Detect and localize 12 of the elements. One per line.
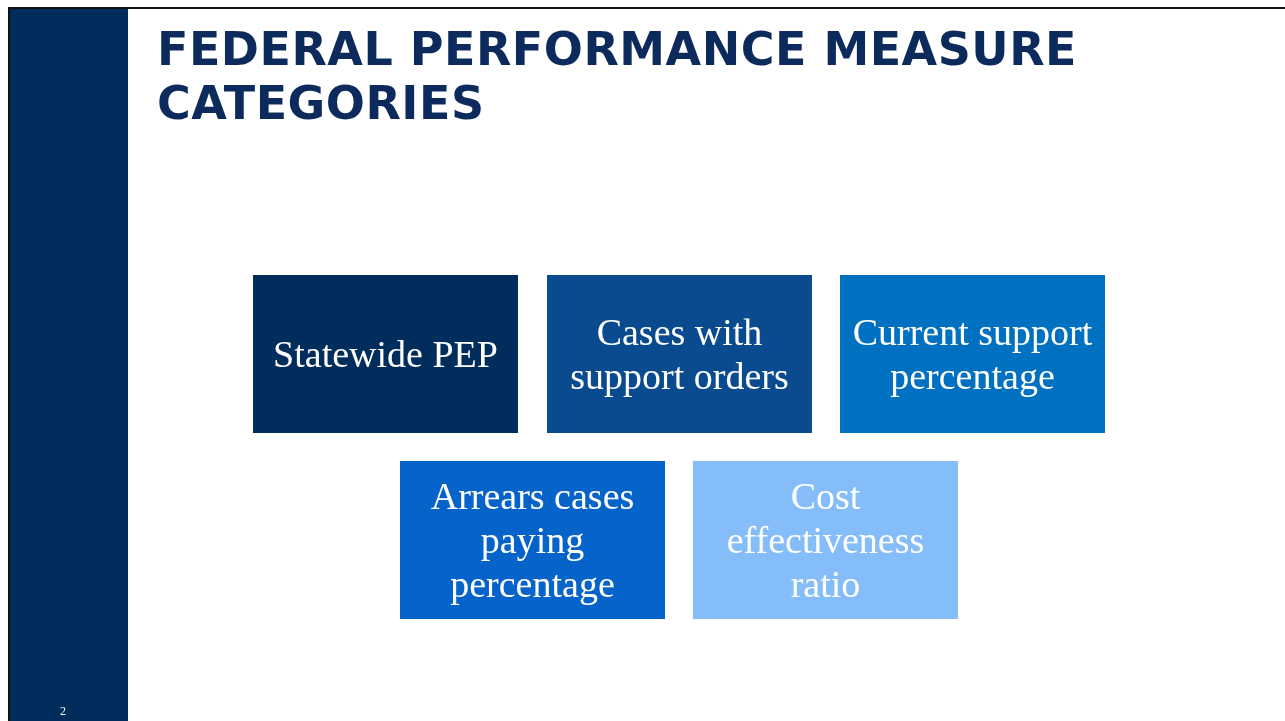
category-label: Arrears cases paying percentage: [429, 474, 636, 606]
category-box: [400, 461, 665, 619]
category-box: [840, 275, 1105, 433]
category-box: [547, 275, 812, 433]
page-number: 2: [60, 704, 66, 719]
category-label: Current support percentage: [851, 310, 1094, 398]
category-label: Cases with support orders: [569, 310, 790, 398]
category-box: [693, 461, 958, 619]
category-label: Statewide PEP: [273, 332, 498, 376]
category-label: Cost effectiveness ratio: [725, 474, 926, 606]
slide-title: FEDERAL PERFORMANCE MEASURE CATEGORIES: [157, 22, 1078, 130]
category-box: [253, 275, 518, 433]
